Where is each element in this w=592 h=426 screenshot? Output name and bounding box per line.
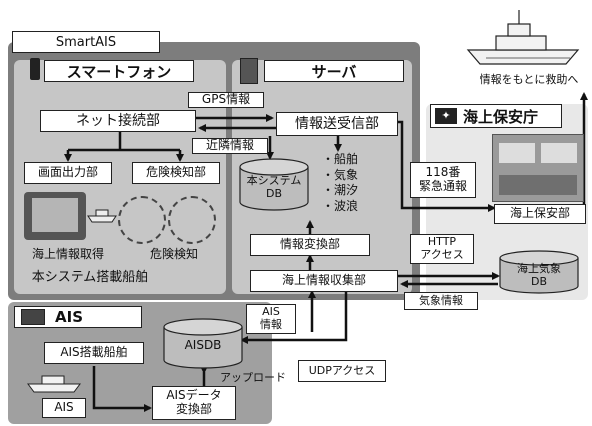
screen-output-unit: 画面出力部 — [24, 162, 112, 184]
info-send-receive-unit: 情報送受信部 — [276, 112, 398, 136]
ais-small-box: AIS — [42, 398, 86, 418]
boat-image — [86, 200, 120, 224]
system-db-label: 本システム DB — [246, 174, 302, 200]
control-room-image — [492, 134, 584, 202]
ais-data-convert-unit: AISデータ 変換部 — [152, 386, 236, 420]
db-items-list: ・船舶 ・気象 ・潮汐 ・波浪 — [322, 152, 359, 213]
phone-screen-image — [24, 192, 86, 240]
smartphone-header: スマートフォン — [44, 60, 194, 82]
sea-info-collect-unit: 海上情報収集部 — [250, 270, 398, 292]
weather-db-cylinder — [498, 250, 580, 294]
server-header: サーバ — [264, 60, 404, 82]
info-convert-unit: 情報変換部 — [250, 234, 370, 256]
aisdb-label: AISDB — [184, 338, 222, 353]
sea-info-label: 海上情報取得 — [31, 247, 104, 262]
danger-label: 危険検知 — [149, 247, 198, 262]
ais-info-label: AIS 情報 — [246, 304, 296, 334]
system-db-cylinder — [238, 158, 310, 212]
coast-guard-title: 海上保安庁 — [463, 107, 539, 126]
rescue-caption: 情報をもとに救助へ — [479, 72, 579, 86]
ais-header: AIS — [14, 306, 142, 328]
ais-ship-box: AIS搭載船舶 — [44, 342, 144, 364]
emergency-call-label: 118番 緊急通報 — [410, 162, 476, 198]
http-access-label: HTTP アクセス — [410, 234, 474, 264]
neighbor-info-label: 近隣情報 — [192, 138, 268, 154]
weather-db-label: 海上気象 DB — [517, 262, 561, 288]
coast-guard-emblem-icon: ✦ — [435, 108, 457, 124]
smartphone-icon — [30, 58, 40, 80]
ship-system-label: 本システム搭載船舶 — [31, 269, 149, 285]
net-connection-unit: ネット接続部 — [40, 110, 196, 132]
gps-info-label: GPS情報 — [188, 92, 264, 108]
coast-guard-header: ✦ 海上保安庁 — [430, 104, 562, 128]
danger-detect-circle-left — [118, 196, 166, 244]
weather-info-label: 気象情報 — [404, 292, 478, 310]
upload-label: アップロード — [220, 370, 286, 384]
ais-ship-image — [26, 368, 84, 394]
ais-device-icon — [21, 309, 45, 325]
danger-detect-circle-right — [168, 196, 216, 244]
aisdb-cylinder — [162, 318, 244, 370]
ais-title: AIS — [55, 308, 83, 326]
coast-guard-office: 海上保安部 — [494, 204, 586, 224]
smartais-title: SmartAIS — [12, 31, 160, 53]
danger-detect-unit: 危険検知部 — [132, 162, 220, 184]
rescue-ship-image — [466, 6, 586, 70]
udp-access-label: UDPアクセス — [298, 360, 386, 382]
server-icon — [240, 58, 258, 84]
